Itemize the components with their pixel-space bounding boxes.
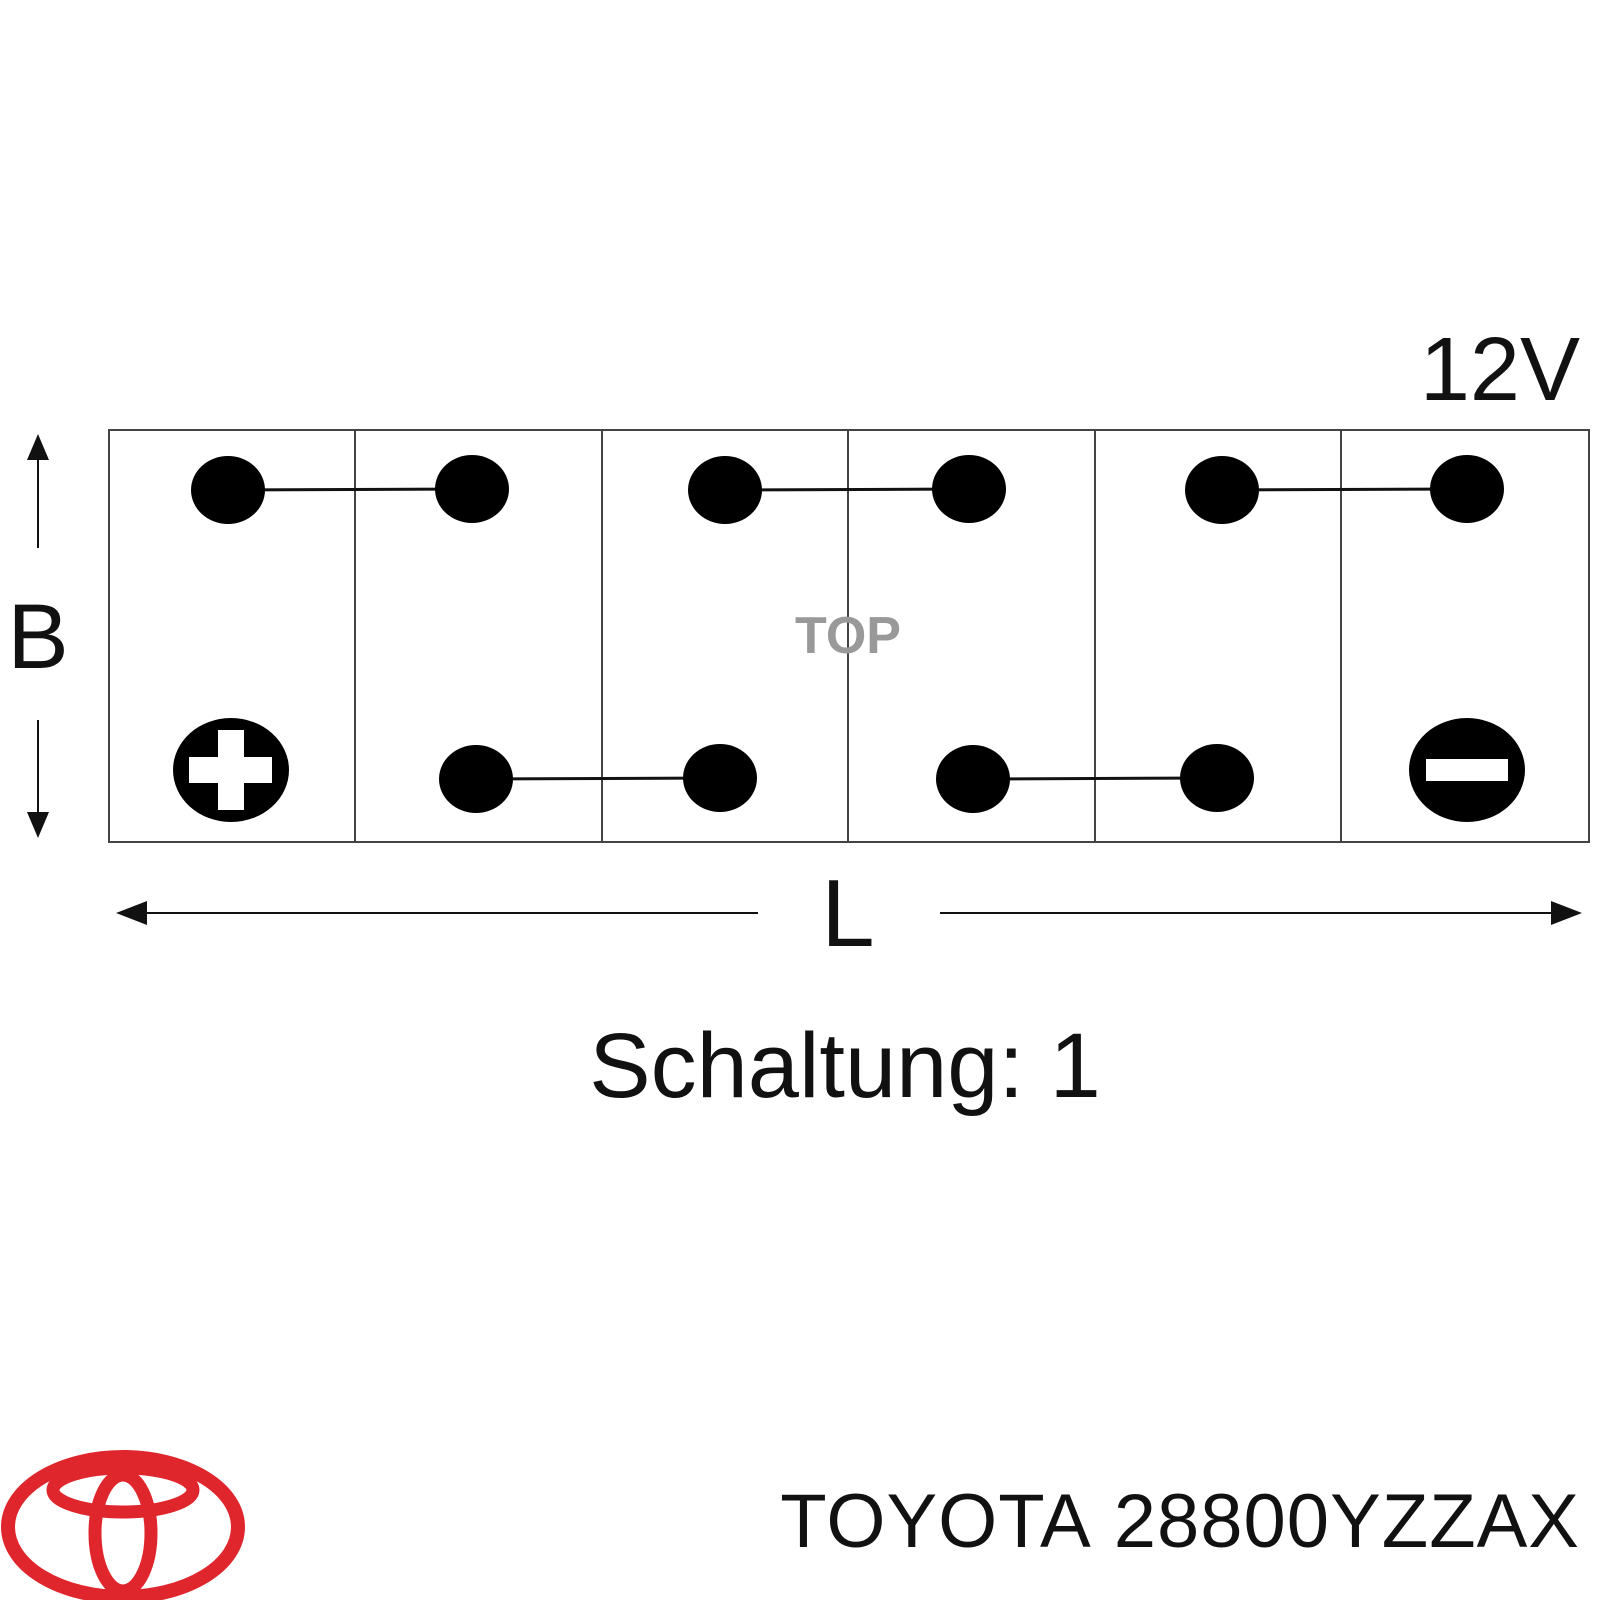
width-label: B bbox=[7, 586, 68, 688]
cell-post bbox=[932, 455, 1006, 523]
brand-name: TOYOTA bbox=[780, 1479, 1092, 1564]
width-dimension-arrow bbox=[27, 434, 49, 838]
positive-terminal-icon bbox=[173, 718, 289, 822]
cell-post bbox=[439, 745, 513, 813]
voltage-label: 12V bbox=[1420, 320, 1580, 420]
top-label: TOP bbox=[795, 607, 901, 665]
cell-post bbox=[683, 744, 757, 812]
cell-dividers bbox=[354, 430, 1342, 842]
cell-post bbox=[1180, 744, 1254, 812]
length-dimension-arrow bbox=[116, 901, 1582, 925]
cell-post bbox=[435, 455, 509, 523]
bottom-connectors bbox=[475, 776, 1218, 781]
negative-terminal-icon bbox=[1409, 718, 1525, 822]
cell-post bbox=[936, 745, 1010, 813]
toyota-logo-icon bbox=[1, 1450, 245, 1600]
bottom-cell-posts bbox=[439, 744, 1254, 813]
cell-post bbox=[1185, 456, 1259, 524]
cell-post bbox=[688, 456, 762, 524]
cell-post bbox=[191, 456, 265, 524]
part-number: 28800YZZAX bbox=[1113, 1479, 1580, 1564]
circuit-caption: Schaltung: 1 bbox=[589, 1015, 1100, 1117]
cell-post bbox=[1430, 455, 1504, 523]
length-label: L bbox=[821, 860, 874, 967]
top-connectors bbox=[227, 487, 1468, 492]
top-cell-posts bbox=[191, 455, 1504, 524]
